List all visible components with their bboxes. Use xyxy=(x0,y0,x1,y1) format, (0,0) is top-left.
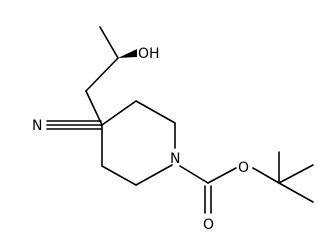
ester-o-label: O xyxy=(238,160,249,176)
bond-methylene-quaternary xyxy=(85,90,103,126)
wedge-bond-hydroxyl xyxy=(118,49,137,58)
hydroxyl-label: OH xyxy=(138,46,160,62)
bond-carbonyl-ester-o xyxy=(207,167,237,184)
tbu-methyl-right xyxy=(278,164,314,184)
ring-bond-n-c2b xyxy=(135,164,173,186)
ring-n-label: N xyxy=(170,151,180,167)
bond-n-carbonyl xyxy=(179,165,209,184)
tbu-methyl-down xyxy=(278,182,314,203)
ring-bond-c2b-c3b xyxy=(101,165,137,186)
ring-bond-c3a-c2a xyxy=(135,100,176,124)
ring-bond-c4-c3a xyxy=(101,100,137,126)
nitrile-n-label: N xyxy=(32,118,42,134)
bond-methyl-carbinol xyxy=(99,26,119,59)
bond-ester-o-tbu xyxy=(252,167,280,184)
bond-carbinol-methylene xyxy=(85,57,119,92)
carbonyl-o-label: O xyxy=(203,217,214,233)
